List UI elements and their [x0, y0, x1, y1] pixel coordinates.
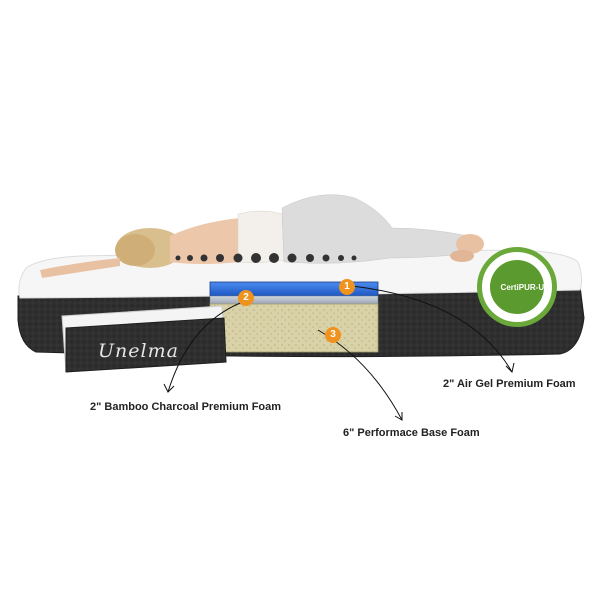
certipur-seal-center: CertiPUR-US	[490, 260, 549, 314]
spine-alignment-dots	[175, 253, 357, 263]
certipur-label: CertiPUR-US	[500, 283, 550, 292]
layer-label-base-foam: 6" Performace Base Foam	[343, 427, 480, 439]
layer-badge-1: 1	[339, 279, 355, 295]
certipur-seal: CertiPUR-US	[477, 247, 557, 327]
layer-label-air-gel: 2" Air Gel Premium Foam	[443, 378, 576, 390]
person-illustration	[40, 194, 484, 278]
layer-label-bamboo-charcoal: 2" Bamboo Charcoal Premium Foam	[90, 401, 282, 413]
side-panel	[61, 305, 227, 373]
layer-badge-3: 3	[325, 327, 341, 343]
layer-badge-2: 2	[238, 290, 254, 306]
brand-logo: Unelma	[98, 340, 179, 362]
